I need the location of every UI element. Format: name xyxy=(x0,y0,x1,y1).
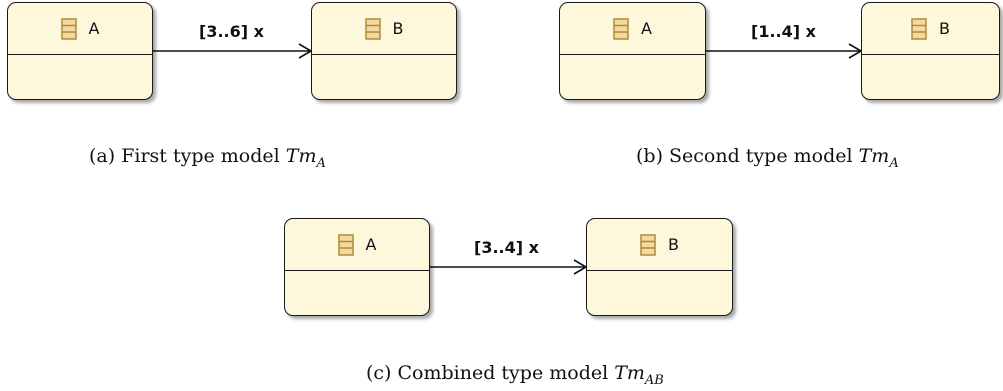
class-icon xyxy=(364,17,381,40)
caption-subscript: AB xyxy=(644,372,664,388)
class-icon xyxy=(60,17,77,40)
multiplicity-label-b: [1..4] x xyxy=(751,22,816,41)
caption-a: (a) First type model TmA xyxy=(89,145,326,171)
class-header: A xyxy=(560,3,705,55)
class-name: B xyxy=(668,235,679,254)
caption-subscript: A xyxy=(889,155,899,171)
caption-subscript: A xyxy=(316,155,326,171)
class-box-b-target[interactable]: B xyxy=(861,2,1000,100)
class-icon xyxy=(337,233,354,256)
class-box-a-target[interactable]: B xyxy=(311,2,457,100)
class-box-a-source[interactable]: A xyxy=(7,2,153,100)
class-icon xyxy=(613,17,629,40)
class-name: A xyxy=(88,19,100,38)
caption-text: (b) Second type model xyxy=(636,145,859,167)
caption-text: (c) Combined type model xyxy=(366,362,615,384)
caption-c: (c) Combined type model TmAB xyxy=(366,362,664,388)
class-box-c-target[interactable]: B xyxy=(586,218,733,316)
class-header: A xyxy=(8,3,152,55)
class-name: A xyxy=(641,19,652,38)
class-box-c-source[interactable]: A xyxy=(284,218,430,316)
multiplicity-label-a: [3..6] x xyxy=(199,22,264,41)
class-icon xyxy=(911,17,927,40)
class-header: B xyxy=(862,3,999,55)
class-name: B xyxy=(392,19,404,38)
caption-text: (a) First type model xyxy=(89,145,286,167)
multiplicity-label-c: [3..4] x xyxy=(474,238,539,257)
caption-b: (b) Second type model TmA xyxy=(636,145,899,171)
class-name: A xyxy=(365,235,377,254)
caption-math: Tm xyxy=(285,145,317,167)
class-icon xyxy=(640,233,656,256)
class-header: A xyxy=(285,219,429,271)
class-header: B xyxy=(587,219,732,271)
caption-math: Tm xyxy=(614,362,645,384)
class-box-b-source[interactable]: A xyxy=(559,2,706,100)
class-name: B xyxy=(939,19,950,38)
caption-math: Tm xyxy=(858,145,890,167)
class-header: B xyxy=(312,3,456,55)
